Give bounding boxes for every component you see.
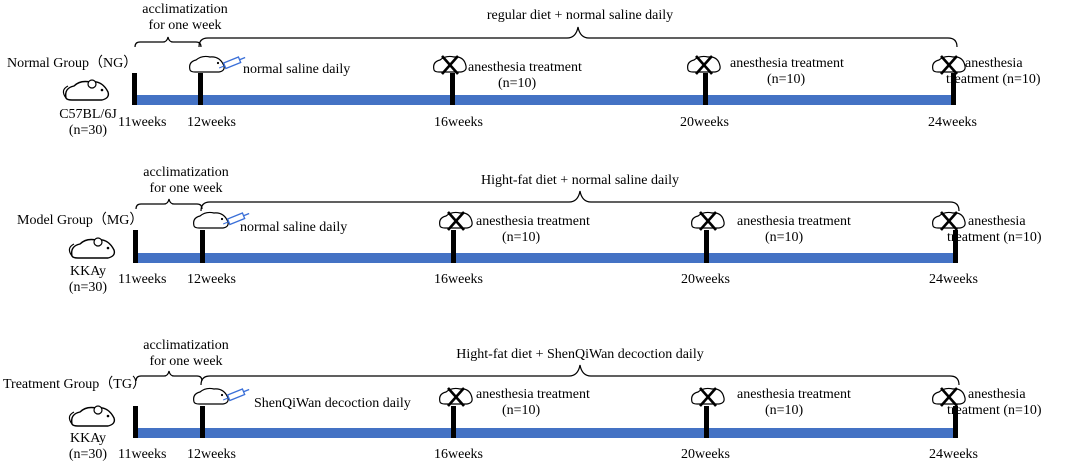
mouse-crossed-icon — [691, 211, 725, 231]
anesthesia-24-label: anesthesia — [968, 387, 1026, 402]
timepoint-16weeks: 16weeks — [434, 272, 483, 287]
anesthesia-24-n: treatment (n=10) — [946, 72, 1041, 87]
strain-label: KKAy — [69, 264, 107, 279]
timepoint-20weeks: 20weeks — [681, 272, 730, 287]
timeline-bar — [137, 253, 957, 263]
tick-11weeks — [133, 230, 138, 263]
timepoint-24weeks: 24weeks — [928, 115, 977, 130]
treatment-period-brace — [198, 26, 958, 48]
treatment-period-brace — [200, 190, 960, 212]
mouse-crossed-icon — [691, 387, 725, 407]
tick-11weeks — [132, 73, 137, 105]
timepoint-11weeks: 11weeks — [118, 447, 167, 462]
tick-24weeks — [951, 73, 956, 105]
anesthesia-24-n: treatment (n=10) — [947, 403, 1042, 418]
mouse-crossed-icon — [932, 55, 966, 75]
timepoint-12weeks: 12weeks — [187, 447, 236, 462]
timepoint-24weeks: 24weeks — [929, 272, 978, 287]
tick-16weeks — [450, 73, 455, 105]
mouse-crossed-icon — [932, 387, 966, 407]
timepoint-20weeks: 20weeks — [681, 447, 730, 462]
anesthesia-20-n: (n=10) — [765, 403, 804, 418]
daily-label: ShenQiWan decoction daily — [254, 396, 411, 411]
tick-16weeks — [451, 230, 456, 263]
mouse-icon — [68, 405, 116, 427]
strain-label: C57BL/6J — [59, 107, 117, 122]
acclimatization-brace — [134, 36, 202, 48]
sample-size-label: (n=30) — [68, 123, 108, 138]
timepoint-20weeks: 20weeks — [680, 115, 729, 130]
anesthesia-16-label: anesthesia treatment — [476, 214, 590, 229]
timeline-bar — [137, 428, 957, 438]
anesthesia-24-label: anesthesia — [968, 214, 1026, 229]
mouse-crossed-icon — [687, 55, 721, 75]
tick-12weeks — [200, 230, 205, 263]
tick-16weeks — [451, 406, 456, 438]
anesthesia-20-n: (n=10) — [767, 72, 806, 87]
group-label: Model Group（MG） — [17, 213, 144, 228]
group-label: Normal Group（NG） — [7, 56, 138, 71]
mouse-syringe-icon — [193, 387, 250, 405]
tick-20weeks — [703, 73, 708, 105]
anesthesia-24-n: treatment (n=10) — [947, 230, 1042, 245]
anesthesia-16-label: anesthesia treatment — [476, 387, 590, 402]
timepoint-24weeks: 24weeks — [929, 447, 978, 462]
treatment-period-label: Hight-fat diet + ShenQiWan decoction dai… — [456, 347, 704, 362]
tick-12weeks — [198, 73, 203, 105]
treatment-period-label: regular diet + normal saline daily — [486, 8, 674, 23]
timepoint-12weeks: 12weeks — [187, 115, 236, 130]
timeline-bar — [136, 95, 956, 105]
tick-24weeks — [953, 406, 958, 438]
strain-label: KKAy — [69, 431, 107, 446]
anesthesia-16-n: (n=10) — [502, 403, 541, 418]
mouse-crossed-icon — [439, 211, 473, 231]
treatment-period-brace — [200, 364, 960, 386]
anesthesia-24-label: anesthesia — [965, 56, 1023, 71]
mouse-syringe-icon — [193, 211, 250, 229]
timepoint-11weeks: 11weeks — [118, 272, 167, 287]
timepoint-11weeks: 11weeks — [118, 115, 167, 130]
daily-label: normal saline daily — [243, 62, 351, 77]
mouse-syringe-icon — [189, 55, 246, 73]
mouse-crossed-icon — [433, 55, 467, 75]
mouse-crossed-icon — [932, 211, 966, 231]
mouse-icon — [62, 79, 110, 101]
tick-20weeks — [704, 406, 709, 438]
timepoint-16weeks: 16weeks — [434, 115, 483, 130]
anesthesia-20-label: anesthesia treatment — [737, 387, 851, 402]
tick-24weeks — [953, 230, 958, 263]
anesthesia-20-label: anesthesia treatment — [737, 214, 851, 229]
acclimatization-brace — [135, 198, 203, 210]
daily-label: normal saline daily — [240, 220, 348, 235]
group-label: Treatment Group（TG） — [3, 377, 146, 392]
tick-11weeks — [133, 406, 138, 438]
acclimatization-brace — [135, 370, 203, 382]
treatment-period-label: Hight-fat diet + normal saline daily — [480, 173, 679, 188]
mouse-icon — [68, 237, 116, 259]
anesthesia-20-n: (n=10) — [765, 230, 804, 245]
timepoint-12weeks: 12weeks — [187, 272, 236, 287]
tick-20weeks — [704, 230, 709, 263]
sample-size-label: (n=30) — [68, 447, 108, 462]
anesthesia-16-n: (n=10) — [498, 76, 537, 91]
tick-12weeks — [200, 406, 205, 438]
anesthesia-20-label: anesthesia treatment — [730, 56, 844, 71]
sample-size-label: (n=30) — [68, 280, 108, 295]
mouse-crossed-icon — [439, 387, 473, 407]
anesthesia-16-n: (n=10) — [502, 230, 541, 245]
timepoint-16weeks: 16weeks — [434, 447, 483, 462]
anesthesia-16-label: anesthesia treatment — [468, 60, 582, 75]
